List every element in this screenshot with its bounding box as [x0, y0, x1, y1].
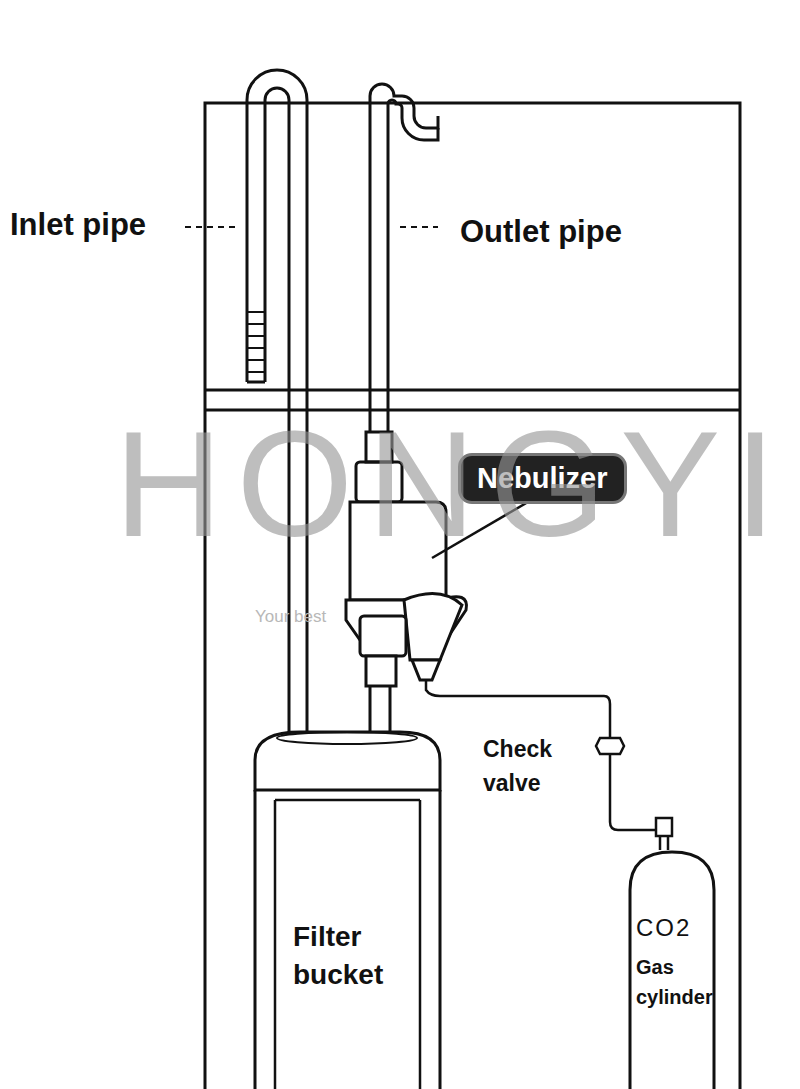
cylinder-valve	[656, 818, 672, 836]
outlet-pipe-inner	[388, 100, 438, 432]
gas-formula: CO2	[636, 914, 714, 942]
nebulizer-chamber	[404, 594, 462, 660]
inlet-pipe-end	[247, 381, 265, 384]
outlet-leader	[400, 226, 438, 228]
part-label: Check valve	[483, 732, 583, 800]
lower-nut	[360, 616, 406, 656]
gas-inlet	[412, 660, 440, 680]
outlet-hose	[370, 686, 390, 738]
bucket-label: Filter bucket	[293, 918, 416, 994]
bucket-walls	[255, 790, 440, 1089]
watermark: HONGYI	[114, 398, 790, 571]
bucket-inner	[275, 800, 420, 1089]
inlet-leader	[185, 226, 240, 228]
inlet-strainer	[247, 312, 265, 372]
part-label: Inlet pipe	[10, 207, 146, 243]
tank-cabinet	[205, 103, 740, 1089]
tank-bottom	[205, 389, 740, 392]
filter-bucket: Filter bucket	[275, 800, 420, 1089]
lower-fitting	[366, 656, 396, 686]
co2-tubing	[426, 680, 658, 830]
gas-cylinder: CO2Gas cylinder	[628, 850, 716, 1089]
check-valve-symbol	[596, 738, 624, 754]
lid-top	[277, 732, 417, 744]
filter-lid	[255, 732, 440, 790]
part-label: Outlet pipe	[460, 214, 622, 250]
outlet-pipe	[370, 84, 438, 432]
watermark-small: Your best	[255, 607, 326, 627]
cylinder-neck	[660, 836, 668, 850]
cylinder-label: Gas cylinder	[636, 952, 714, 1012]
